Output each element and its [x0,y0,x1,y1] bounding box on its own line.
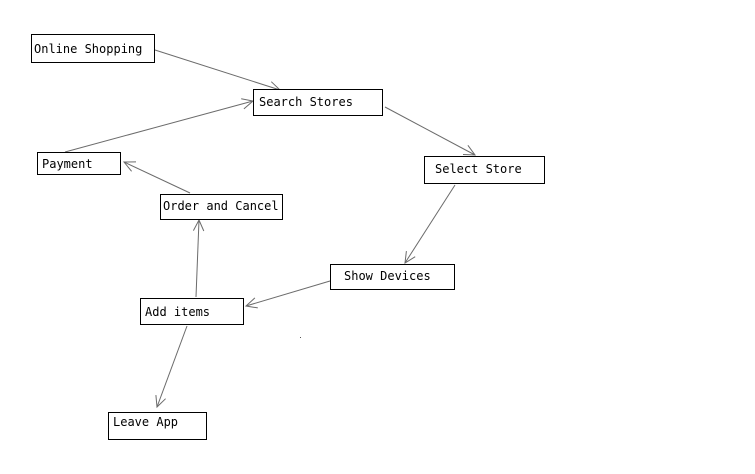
node-online-shopping-label: Online Shopping [34,42,143,56]
node-show-devices-label: Show Devices [344,269,431,283]
node-order-and-cancel: Order and Cancel [160,194,283,220]
edge-order-and-cancel-to-payment-arrowhead [122,161,137,172]
node-select-store: Select Store [424,156,545,184]
node-select-store-label: Select Store [435,162,522,176]
node-show-devices: Show Devices [330,264,455,290]
edge-show-devices-to-add-items [245,280,331,307]
node-add-items: Add items [140,298,244,325]
edge-add-items-to-leave-app [156,325,188,408]
edge-select-store-to-show-devices [404,184,456,264]
node-payment: Payment [37,152,121,175]
edge-payment-to-search-stores [64,100,254,153]
edge-select-store-to-show-devices-arrowhead [404,251,416,264]
node-search-stores-label: Search Stores [259,95,353,109]
edge-search-stores-to-select-store [384,106,476,156]
edge-add-items-to-leave-app-arrowhead [155,395,166,409]
node-order-and-cancel-label: Order and Cancel [163,199,279,213]
edge-online-shopping-to-search-stores [154,49,281,91]
edge-add-items-to-order-and-cancel [195,219,200,298]
edge-add-items-to-order-and-cancel-arrowhead [192,218,205,232]
node-search-stores: Search Stores [253,89,383,116]
node-online-shopping: Online Shopping [31,34,155,63]
stray-dot [300,337,301,338]
node-add-items-label: Add items [145,305,211,319]
edge-show-devices-to-add-items-arrowhead [244,297,258,309]
node-leave-app: Leave App [108,412,207,440]
edge-order-and-cancel-to-payment [123,161,191,194]
node-payment-label: Payment [42,157,93,171]
node-leave-app-label: Leave App [113,415,179,429]
edge-search-stores-to-select-store-arrowhead [462,145,477,156]
